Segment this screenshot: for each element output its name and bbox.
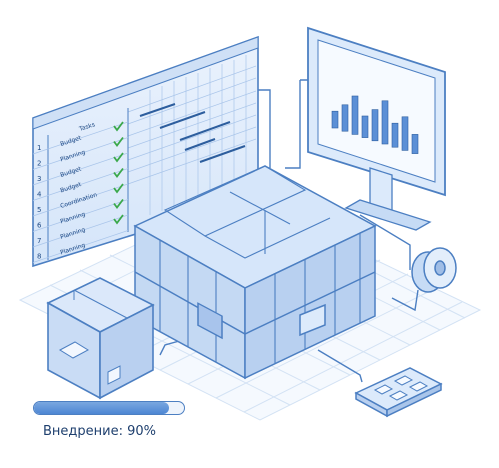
check-icon: [113, 198, 124, 209]
task-row-number: 6: [37, 222, 42, 230]
task-row-number: 2: [37, 160, 41, 168]
task-header: Tasks: [78, 121, 96, 133]
progress-fill: [34, 402, 169, 414]
task-row-number: 8: [37, 253, 41, 261]
monitor-bar: [351, 95, 359, 135]
controller-pad: [354, 367, 443, 418]
task-row-number: 1: [37, 144, 41, 152]
task-row-number: 3: [37, 175, 41, 183]
monitor-bar: [391, 122, 399, 148]
check-icon: [113, 167, 124, 178]
check-icon: [113, 214, 124, 225]
task-row-number: 7: [37, 237, 41, 245]
progress-label: Внедрение: 90%: [43, 424, 157, 439]
check-icon: [113, 152, 124, 163]
monitor: [307, 26, 446, 231]
task-row-number: 4: [37, 191, 42, 199]
monitor-bar: [361, 115, 369, 138]
check-icon: [113, 183, 124, 194]
monitor-bar: [411, 134, 419, 154]
monitor-bar: [331, 110, 339, 129]
monitor-bar: [371, 109, 379, 142]
implementation-progress-bar: [33, 401, 185, 415]
gantt-grid: [127, 55, 257, 215]
cable-spool: [411, 247, 457, 293]
monitor-bar: [401, 116, 409, 151]
modular-building: [133, 165, 377, 380]
task-row-number: 5: [37, 206, 41, 214]
package-box: [46, 277, 155, 400]
gantt-bars: [139, 103, 246, 163]
check-icon: [113, 136, 124, 147]
cables: [159, 79, 419, 383]
check-icon: [113, 121, 124, 132]
monitor-bar: [341, 104, 349, 132]
monitor-bar: [381, 100, 389, 145]
